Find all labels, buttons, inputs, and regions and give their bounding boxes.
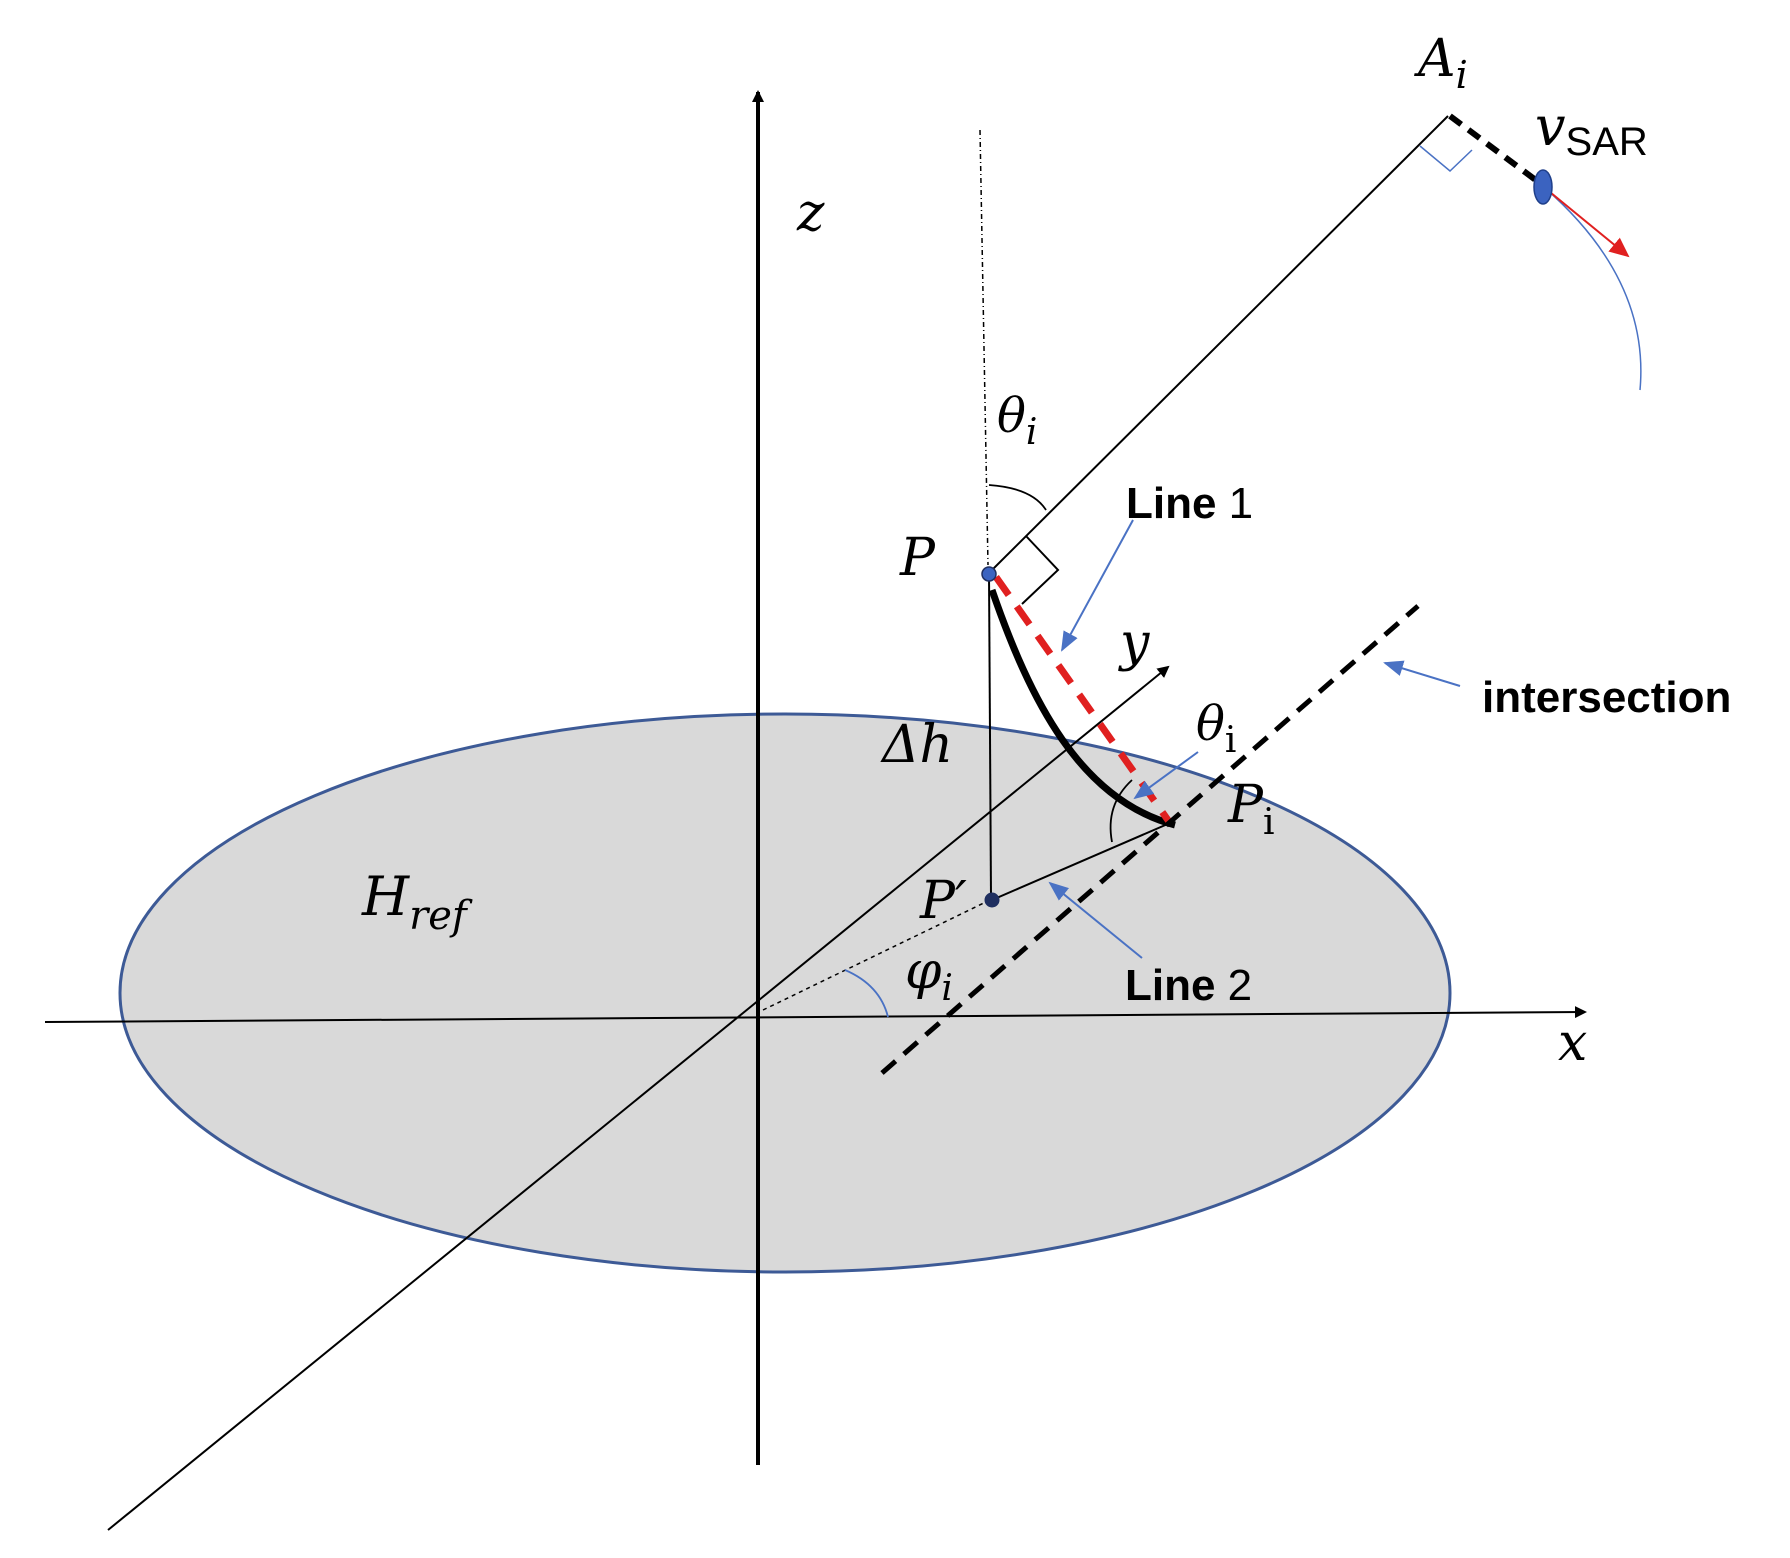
label-x: x — [1558, 1013, 1587, 1073]
right-angle-marker-p — [1021, 535, 1060, 605]
line-2 — [991, 822, 1171, 901]
line-1-pointer — [1061, 519, 1134, 652]
label-p-prime: P′ — [919, 871, 967, 931]
point-p — [981, 566, 997, 582]
velocity-arrow — [1544, 187, 1630, 258]
label-theta-bottom: θi — [1196, 696, 1236, 761]
vertical-reference-line — [979, 129, 989, 566]
theta-angle-arc-top — [988, 484, 1047, 511]
projection-curve — [988, 588, 1176, 829]
sar-trajectory — [1544, 187, 1642, 391]
label-theta-top: θi — [997, 388, 1037, 453]
line-of-sight — [988, 115, 1449, 574]
label-line-2: Line 2 — [1125, 961, 1252, 1010]
reference-plane — [118, 712, 1452, 1274]
intersection-pointer — [1383, 660, 1461, 687]
label-v-sar: vSAR — [1535, 95, 1648, 164]
origin-to-p-prime — [762, 899, 991, 1011]
satellite-icon — [1533, 169, 1553, 205]
label-line-1: Line 1 — [1126, 479, 1253, 528]
theta-angle-arc-bottom — [1109, 779, 1133, 843]
label-p: P — [899, 528, 936, 588]
label-phi: φi — [905, 941, 953, 1009]
phi-angle-arc — [844, 969, 889, 1018]
theta-bottom-pointer — [1133, 751, 1199, 800]
height-line — [988, 572, 992, 899]
label-y: y — [1118, 613, 1150, 673]
label-a-i: Ai — [1414, 29, 1468, 97]
line-2-pointer — [1048, 881, 1143, 959]
line-1 — [993, 574, 1173, 826]
label-intersection: intersection — [1482, 673, 1731, 722]
label-z: z — [796, 183, 825, 243]
point-p-prime — [984, 892, 1000, 908]
azimuth-dash — [1448, 113, 1547, 190]
intersection-line — [880, 604, 1420, 1075]
label-p-i: Pi — [1227, 775, 1275, 843]
x-axis — [44, 1006, 1587, 1023]
right-angle-marker-a — [1419, 145, 1473, 173]
label-h-ref: Href — [361, 865, 473, 939]
label-delta-h: Δh — [880, 715, 953, 775]
